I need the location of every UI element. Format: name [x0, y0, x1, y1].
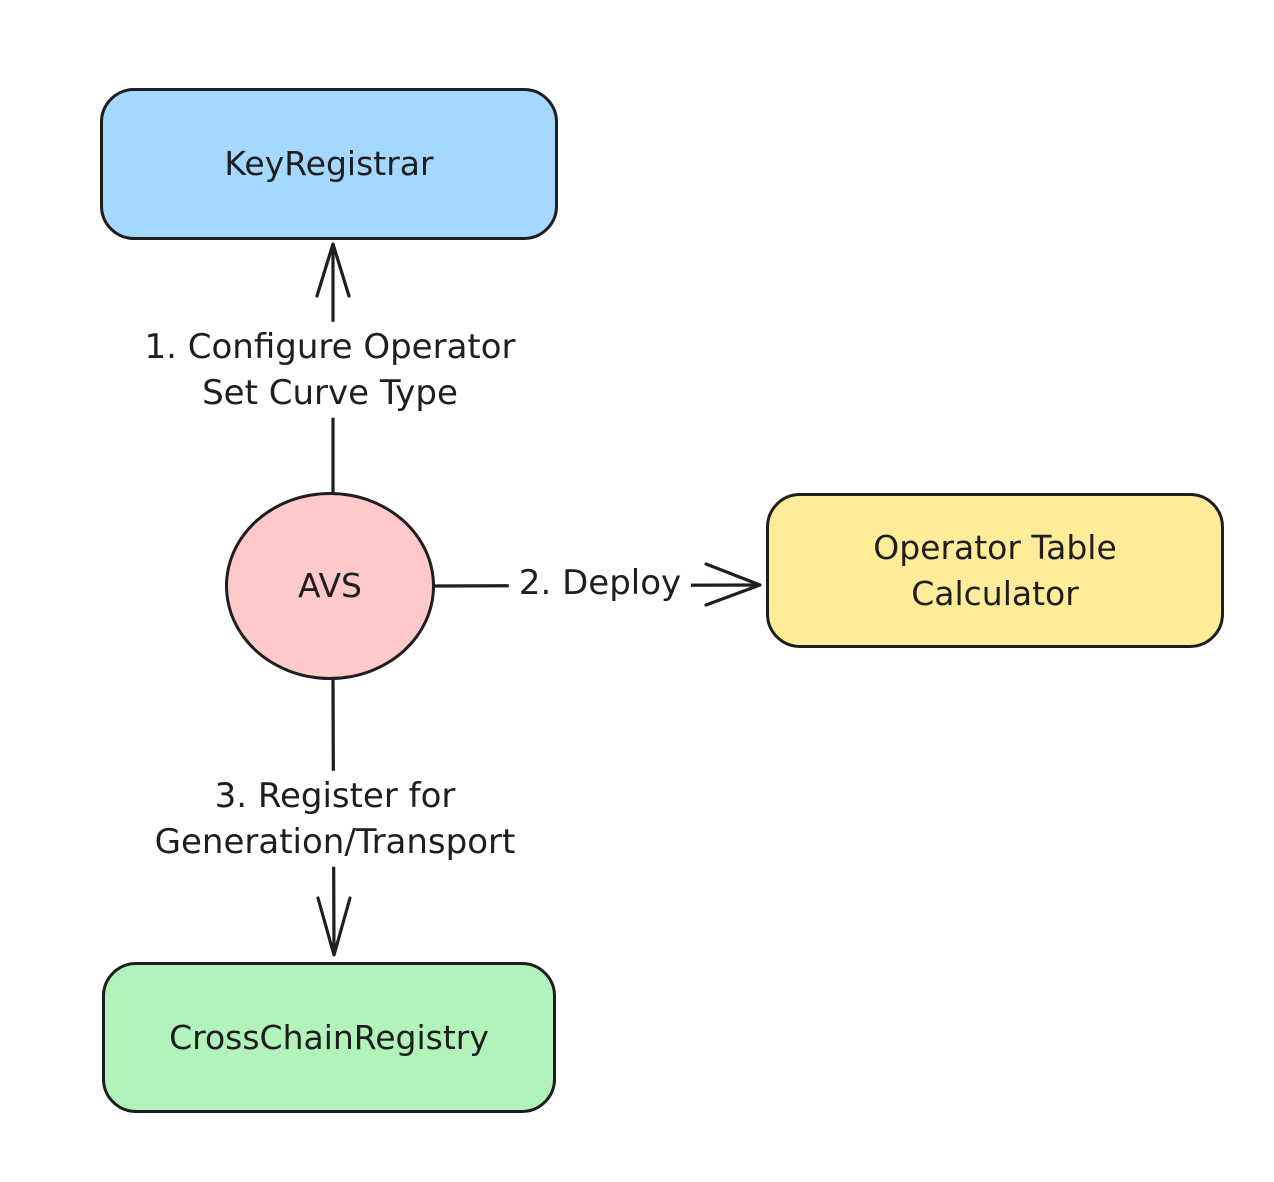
node-avs: AVS: [225, 492, 435, 680]
edge-label-register-for-generation-transport: 3. Register for Generation/Transport: [144, 770, 526, 868]
node-label: CrossChainRegistry: [169, 1017, 489, 1057]
node-crosschainregistry: CrossChainRegistry: [102, 962, 556, 1113]
edge-label-line: Set Curve Type: [202, 373, 458, 413]
edge-label-deploy: 2. Deploy: [508, 557, 692, 609]
node-label: KeyRegistrar: [224, 144, 434, 184]
arrowhead-down-icon: [316, 896, 352, 957]
node-label-line: Calculator: [911, 573, 1079, 613]
node-operator-table-calculator: Operator Table Calculator: [766, 493, 1224, 648]
edge-label-line: 2. Deploy: [518, 562, 682, 603]
edge-label-line: Generation/Transport: [154, 822, 516, 862]
node-label: AVS: [298, 566, 362, 606]
node-keyregistrar: KeyRegistrar: [100, 88, 558, 240]
arrowhead-up-icon: [315, 242, 351, 298]
node-label-line: Operator Table: [873, 527, 1117, 567]
arrowhead-right-icon: [704, 562, 762, 607]
edge-label-line: 3. Register for: [214, 775, 456, 816]
edge-label-configure-operator-set-curve-type: 1. Configure Operator Set Curve Type: [134, 321, 526, 419]
edge-label-line: 1. Configure Operator: [144, 326, 516, 367]
